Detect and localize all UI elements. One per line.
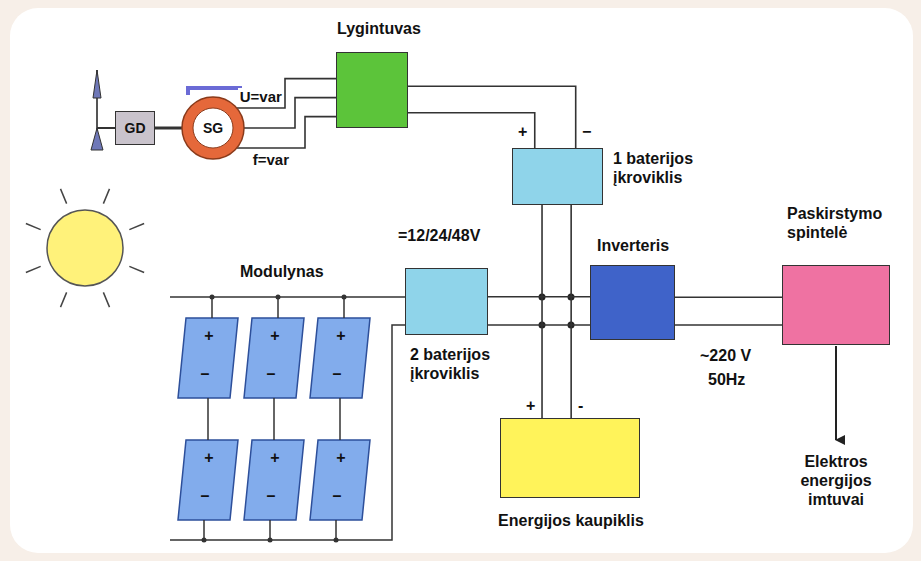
rectifier-box: Lygintuvas [336, 52, 408, 128]
module-wire [203, 520, 205, 540]
node-heading: 2 baterijos įkroviklis [410, 345, 522, 383]
module-wire [207, 398, 209, 440]
sun-ray [129, 266, 144, 272]
energy-storage: Energijos kaupiklis [500, 418, 640, 498]
voltage-label: =12/24/48V [398, 226, 480, 245]
panel-polarity: + [334, 326, 348, 345]
frequency-label: 50Hz [708, 370, 745, 389]
power-wire [675, 324, 782, 326]
power-wire [488, 324, 590, 326]
voltage-label: ~220 V [700, 346, 751, 365]
node-heading: 1 baterijos įkroviklis [613, 149, 721, 187]
panel-polarity: – [330, 364, 344, 383]
generator-ring [182, 97, 244, 159]
panel-polarity: – [330, 486, 344, 505]
power-wire [570, 205, 572, 418]
solar-module-array [178, 318, 370, 520]
white-card [10, 8, 913, 553]
generator-bracket [188, 88, 240, 95]
wire-junction [334, 538, 339, 543]
wire-junction [202, 538, 207, 543]
sun-ray [26, 266, 41, 272]
power-wire [237, 79, 336, 108]
panel-polarity: + [202, 326, 216, 345]
sun-ray [26, 224, 41, 230]
module-wiring [170, 295, 405, 543]
power-wire [675, 296, 782, 298]
sun-disc [47, 210, 123, 286]
sun-ray [129, 224, 144, 230]
wind-turbine [91, 70, 115, 150]
module-wire [343, 297, 345, 318]
inverter-box: Inverteris [590, 265, 675, 340]
panel-polarity: + [268, 448, 282, 467]
power-wire [488, 296, 590, 298]
solar-module [178, 318, 238, 398]
solar-module [310, 440, 370, 520]
edge-label: f=var [251, 151, 291, 168]
module-wire [170, 325, 405, 540]
sun-ray [61, 189, 67, 204]
polarity-sign: + [518, 122, 527, 141]
power-wire [541, 205, 543, 418]
module-wire [339, 398, 341, 440]
synchronous-generator: SG [180, 95, 246, 161]
panel-polarity: + [202, 448, 216, 467]
polarity-sign: - [578, 396, 583, 415]
panel-polarity: + [268, 326, 282, 345]
sun-ray [103, 292, 109, 307]
output-arrow [835, 346, 837, 440]
node-text: GD [125, 120, 146, 136]
sun [26, 189, 144, 307]
solar-module [310, 318, 370, 398]
sun-rays [26, 189, 144, 307]
polarity-sign: − [582, 122, 591, 141]
solar-module [244, 440, 304, 520]
solar-module [178, 440, 238, 520]
wire-junction [268, 538, 273, 543]
power-wire [237, 117, 336, 148]
node-text: SG [203, 120, 223, 136]
power-wire [408, 86, 576, 148]
node-heading: Inverteris [597, 236, 669, 255]
sun-ray [103, 189, 109, 204]
edge-label: U=var [238, 88, 284, 105]
module-wire [273, 398, 275, 440]
module-wire [335, 520, 337, 540]
turbine-blade [93, 70, 101, 98]
charger-box: 1 baterijos įkroviklis [512, 148, 603, 205]
charger-box: 2 baterijos įkroviklis [405, 268, 488, 335]
wire-junction [276, 295, 281, 300]
sun-ray [61, 292, 67, 307]
junction-dots [539, 294, 575, 329]
wire-junction [210, 295, 215, 300]
node-heading: Lygintuvas [337, 19, 421, 38]
node-heading: Energijos kaupiklis [451, 511, 691, 530]
module-wire [170, 296, 405, 298]
generator-core [193, 108, 233, 148]
turbine-blade [91, 128, 103, 150]
wire-junction [342, 295, 347, 300]
load-label: Elektros energijos imtuvai [786, 452, 886, 509]
distribution-cabinet: Paskirstymo spintelė [782, 265, 890, 345]
panel-polarity: – [198, 486, 212, 505]
panel-polarity: + [334, 448, 348, 467]
turbine-shaft [97, 127, 115, 129]
panel-polarity: – [264, 486, 278, 505]
module-wire [211, 297, 213, 318]
drive-shaft [155, 127, 182, 130]
panel-polarity: – [264, 364, 278, 383]
module-wire [269, 520, 271, 540]
node-heading: Paskirstymo spintelė [787, 204, 913, 242]
solar-module [244, 318, 304, 398]
gear-box: GD [115, 111, 155, 145]
power-wire [408, 113, 535, 148]
panel-polarity: – [198, 364, 212, 383]
module-wire [277, 297, 279, 318]
array-name: Modulynas [240, 262, 324, 281]
polarity-sign: + [526, 396, 535, 415]
